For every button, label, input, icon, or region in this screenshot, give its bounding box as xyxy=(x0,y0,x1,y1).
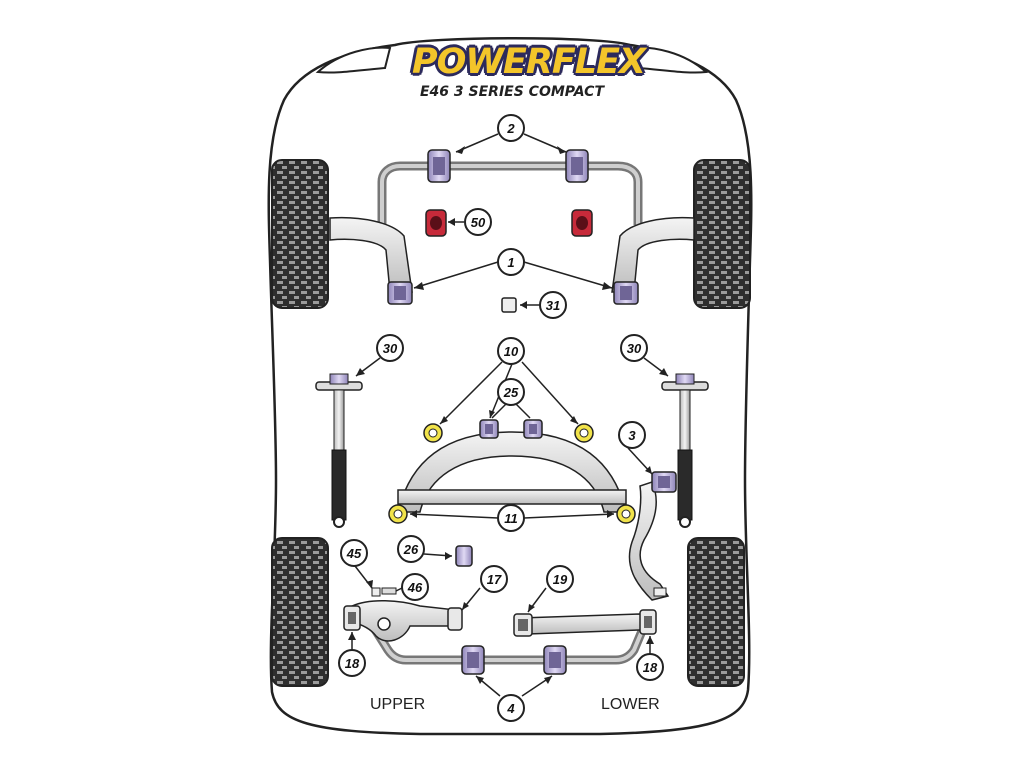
bolt-45 xyxy=(371,587,381,597)
lower-rear-arm xyxy=(518,613,653,635)
callout-46: 46 xyxy=(407,580,423,595)
rear-right-wheel xyxy=(687,537,745,687)
upper-label: UPPER xyxy=(370,696,426,713)
bushing-11-right xyxy=(616,504,636,524)
brand-logo: POWERFLEX xyxy=(412,42,646,82)
callout-circles xyxy=(338,114,664,722)
callout-30-right: 30 xyxy=(627,341,642,356)
callout-18-left: 18 xyxy=(345,656,360,671)
callout-50: 50 xyxy=(471,215,486,230)
rear-right-shock xyxy=(661,373,709,528)
bushing-19 xyxy=(513,613,533,637)
bolt-46 xyxy=(381,587,397,595)
callout-11: 11 xyxy=(504,511,518,526)
bushing-2-right xyxy=(565,149,589,183)
arrow-heads xyxy=(348,146,668,684)
callout-4: 4 xyxy=(506,701,515,716)
model-title: E46 3 SERIES COMPACT xyxy=(419,84,604,100)
mount-50-right xyxy=(571,209,593,237)
left-headlight xyxy=(315,46,392,74)
callout-1: 1 xyxy=(507,255,514,270)
rear-trailing-arm xyxy=(628,481,670,601)
bushing-4-left xyxy=(461,645,485,675)
callout-26: 26 xyxy=(403,542,419,557)
callout-2: 2 xyxy=(506,121,515,136)
bushing-25-left xyxy=(479,419,499,439)
callout-10: 10 xyxy=(504,344,519,359)
bushing-1-right xyxy=(613,281,639,305)
bushing-18-left xyxy=(343,605,361,631)
bushing-1-left xyxy=(387,281,413,305)
callout-17: 17 xyxy=(487,572,502,587)
mount-50-left xyxy=(425,209,447,237)
bushing-3 xyxy=(651,471,677,493)
callout-30-left: 30 xyxy=(383,341,398,356)
bushing-26 xyxy=(455,545,473,567)
bushing-18-right xyxy=(639,609,657,635)
link-bracket xyxy=(653,587,667,597)
callout-25: 25 xyxy=(503,385,519,400)
callout-19: 19 xyxy=(553,572,568,587)
callout-3: 3 xyxy=(628,428,636,443)
rear-left-shock xyxy=(315,373,363,528)
callout-45: 45 xyxy=(346,546,362,561)
bushing-31 xyxy=(501,297,517,313)
bushing-10-right xyxy=(574,423,594,443)
bushing-10-left xyxy=(423,423,443,443)
bushing-25-right xyxy=(523,419,543,439)
bushing-11-left xyxy=(388,504,408,524)
front-right-wheel xyxy=(693,159,751,309)
right-headlight xyxy=(632,46,709,74)
bushing-17 xyxy=(447,607,463,631)
rear-subframe-crossmember xyxy=(397,489,627,505)
bushing-4-right xyxy=(543,645,567,675)
callout-31: 31 xyxy=(546,298,560,313)
rear-left-wheel xyxy=(271,537,329,687)
front-left-wheel xyxy=(271,159,329,309)
front-right-control-arm xyxy=(611,216,695,293)
upper-rear-arm xyxy=(351,599,457,642)
callout-18-right: 18 xyxy=(643,660,658,675)
lower-label: LOWER xyxy=(601,696,660,713)
bushing-2-left xyxy=(427,149,451,183)
